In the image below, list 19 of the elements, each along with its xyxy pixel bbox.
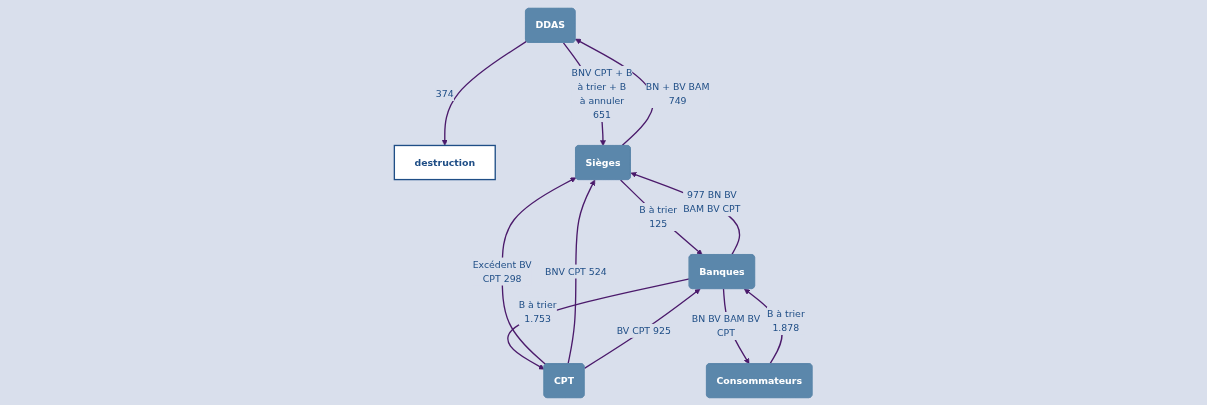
edge-label: B à trier 125 [639,203,678,229]
edge-label: BNV CPT + B à trier + B à annuler 651 [571,66,633,120]
arrow [507,277,691,370]
arrow [442,40,528,146]
edge-label: BV CPT 925 [616,324,672,336]
edge-label: Excédent BV CPT 298 [472,258,533,284]
edge-label: B à trier 1.753 [519,298,557,324]
edge-label: B à trier 1.878 [767,307,806,333]
arrow [501,176,577,365]
arrow [630,171,741,255]
arrow [584,288,701,369]
edge-label: BN + BV BAM 749 [646,80,710,106]
arrow [620,178,703,255]
edge-label: 374 [436,87,455,99]
arrow [567,179,596,365]
edge-label: 977 BN BV BAM BV CPT [683,189,741,214]
edge-label: BN BV BAM BV CPT [692,312,761,338]
edge-label: BNV CPT 524 [545,265,607,277]
node-box: destruction [394,144,497,180]
